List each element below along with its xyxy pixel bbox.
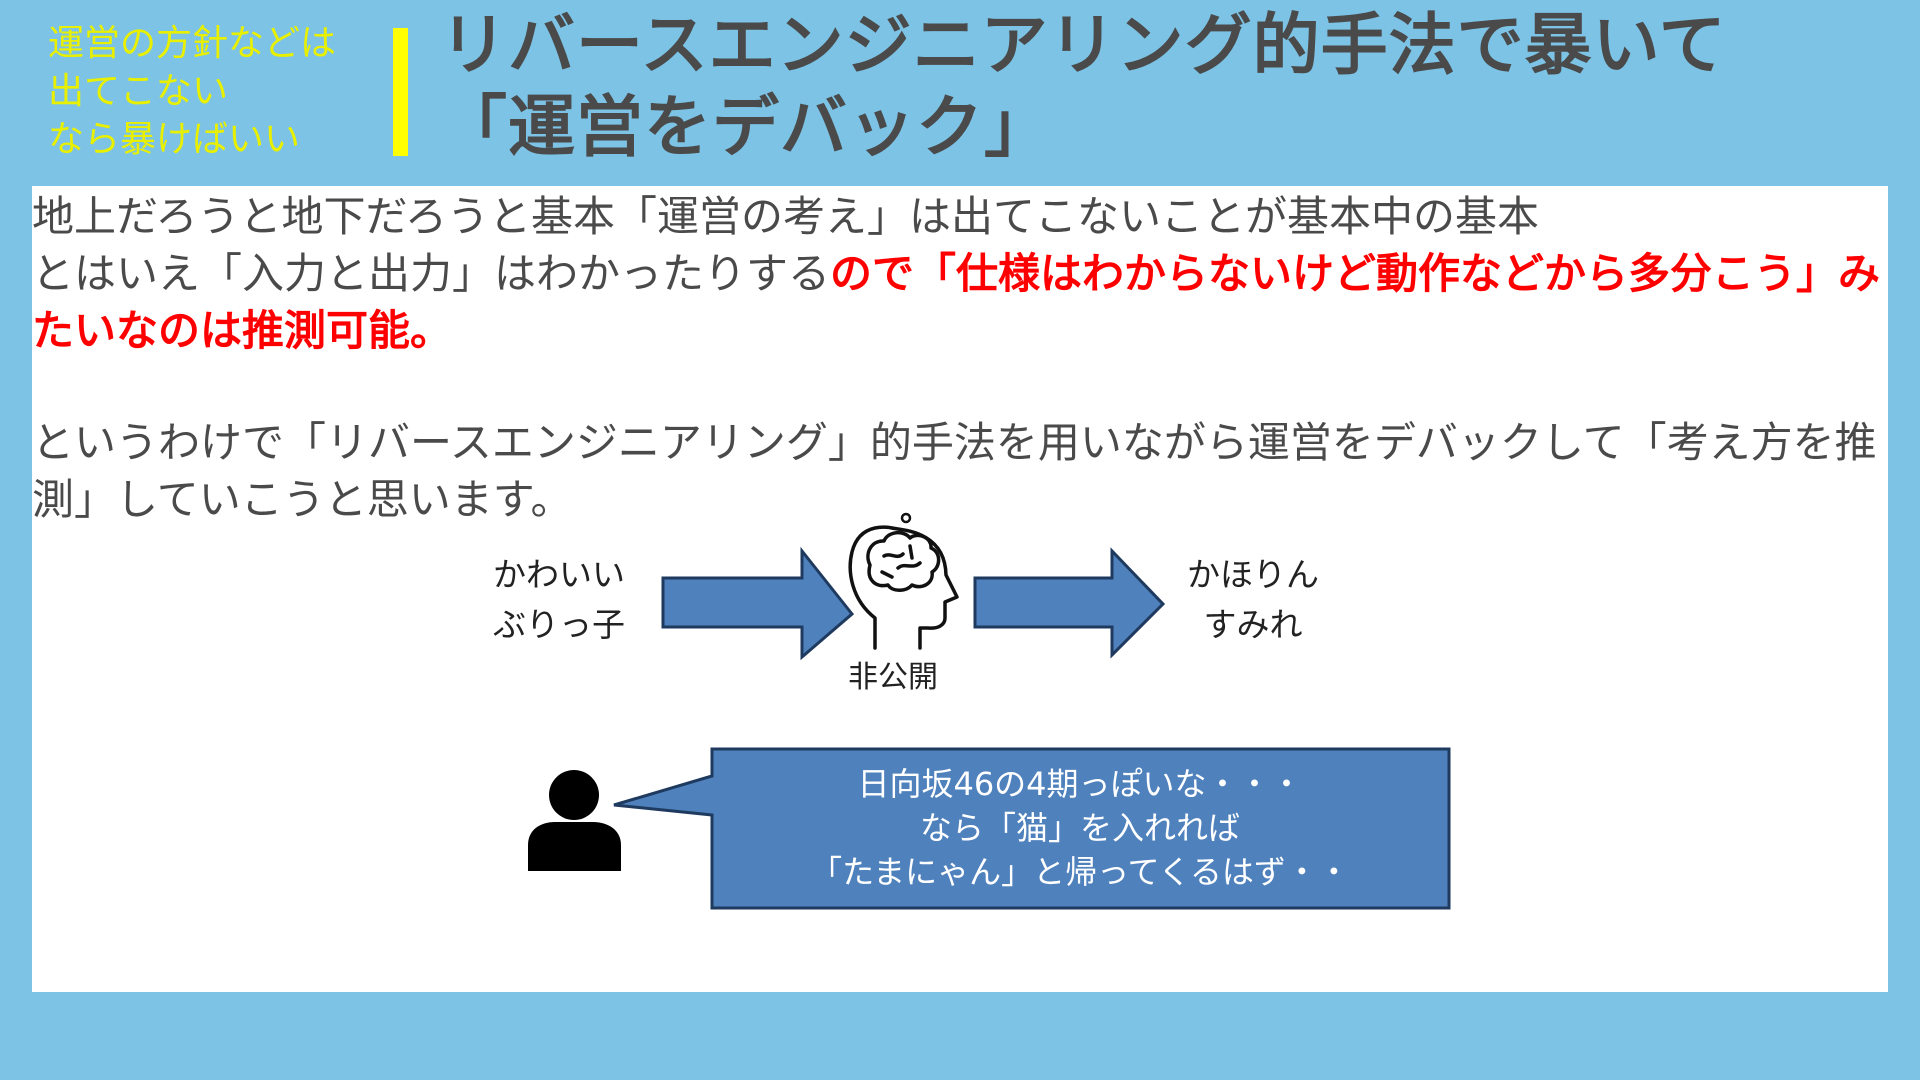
accent-bar xyxy=(393,28,408,156)
content-panel: 地上だろうと地下だろうと基本「運営の考え」は出てこないことが基本中の基本 とはい… xyxy=(32,186,1888,992)
speech-text: 日向坂46の4期っぽいな・・・ なら「猫」を入れれば 「たまにゃん」と帰ってくる… xyxy=(810,765,1350,891)
speech-callout xyxy=(613,747,1451,910)
intro-paragraph: 地上だろうと地下だろうと基本「運営の考え」は出てこないことが基本中の基本 とはい… xyxy=(32,188,1888,359)
process-label: 非公開 xyxy=(848,660,938,695)
person-icon xyxy=(528,770,621,871)
intro-highlight: ので「仕様はわからないけど動作などから多分こう」みたいなのは推測可能。 xyxy=(32,249,1881,355)
output-label: かほりん すみれ xyxy=(1187,555,1319,644)
intro-text: 地上だろうと地下だろうと基本「運営の考え」は出てこないことが基本中の基本 とはい… xyxy=(32,192,1539,298)
output-arrow xyxy=(973,547,1166,659)
input-label: かわいい ぶりっ子 xyxy=(493,555,625,644)
method-paragraph: というわけで「リバースエンジニアリング」的手法を用いながら運営をデバックして「考… xyxy=(32,418,1877,524)
thought-bubble-dot xyxy=(900,512,912,524)
side-note: 運営の方針などは 出てこない なら暴けばいい xyxy=(48,23,337,160)
slide-title: リバースエンジニアリング的手法で暴いて 「運営をデバック」 xyxy=(440,6,1727,166)
input-arrow xyxy=(661,546,855,661)
brain-head-icon xyxy=(848,525,959,650)
